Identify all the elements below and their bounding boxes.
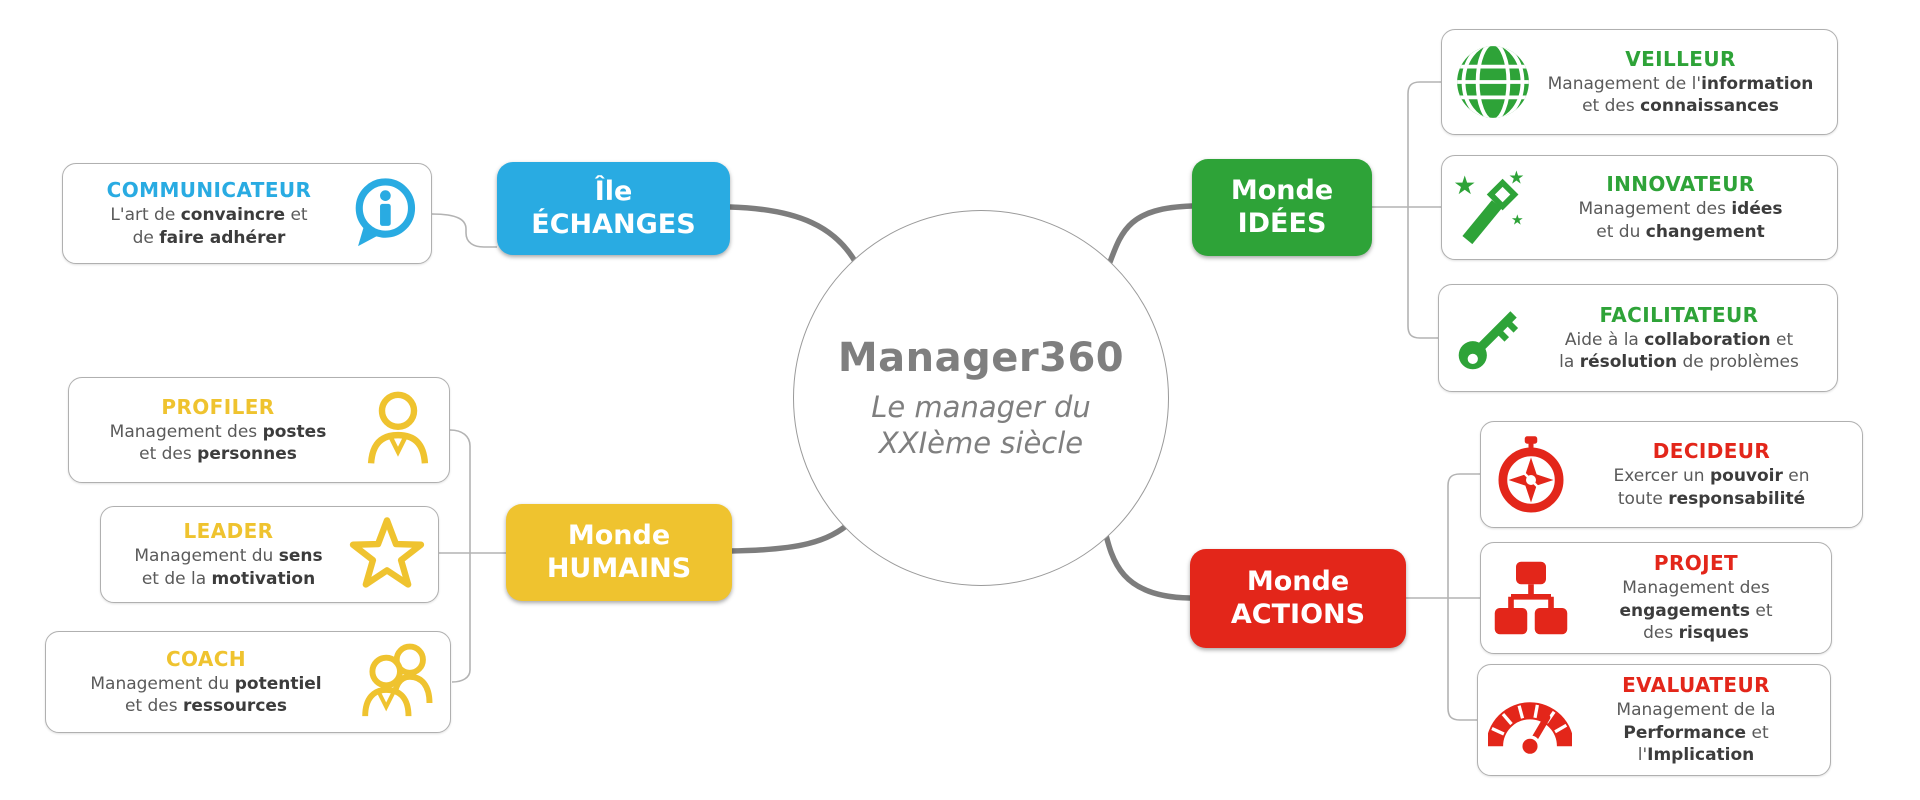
leaf-profiler: PROFILER Management des postes et des pe… xyxy=(68,377,450,483)
branch-label-line1: Monde xyxy=(567,519,671,551)
leaf-body: Management de la Performance et l'Implic… xyxy=(1616,700,1776,766)
leaf-title: PROFILER xyxy=(161,394,275,419)
leaf-body: Management du potentiel et des ressource… xyxy=(90,673,322,716)
leaf-title: PROJET xyxy=(1653,551,1739,576)
branch-monde-actions: Monde ACTIONS xyxy=(1190,549,1406,648)
leaf-projet: PROJET Management des engagements et des… xyxy=(1480,542,1832,654)
star-icon xyxy=(346,514,428,596)
globe-icon xyxy=(1452,41,1534,123)
leaf-body: Exercer un pouvoir en toute responsabili… xyxy=(1613,466,1810,509)
branch-label-line2: HUMAINS xyxy=(546,552,692,584)
leaf-title: DECIDEUR xyxy=(1652,439,1771,464)
leaf-title: COACH xyxy=(165,646,247,671)
leaf-title: VEILLEUR xyxy=(1625,46,1736,71)
branch-label-line1: Monde xyxy=(1246,565,1350,597)
leaf-title: FACILITATEUR xyxy=(1599,302,1759,327)
leaf-body: L'art de convaincre et de faire adhérer xyxy=(110,205,308,248)
leaf-coach: COACH Management du potentiel et des res… xyxy=(45,631,451,733)
two-people-icon xyxy=(356,640,440,724)
leaf-facilitateur: FACILITATEUR Aide à la collaboration et … xyxy=(1438,284,1838,392)
compass-icon xyxy=(1491,435,1571,515)
leaf-body: Management des engagements et des risque… xyxy=(1619,578,1773,644)
leaf-body: Management des idées et du changement xyxy=(1578,199,1783,242)
svg-text:★: ★ xyxy=(1511,212,1524,228)
person-icon xyxy=(357,389,439,471)
center-title: Manager360 xyxy=(837,334,1125,381)
leaf-evaluateur: EVALUATEUR Management de la Performance … xyxy=(1477,664,1831,776)
branch-label-line1: Île xyxy=(594,175,633,207)
center-topic: Manager360 Le manager du XXIème siècle xyxy=(793,210,1169,586)
branch-label-line2: IDÉES xyxy=(1237,207,1327,239)
leaf-title: COMMUNICATEUR xyxy=(106,178,312,203)
leaf-veilleur: VEILLEUR Management de l'information et … xyxy=(1441,29,1838,135)
branch-label-line2: ACTIONS xyxy=(1230,598,1366,630)
leaf-decideur: DECIDEUR Exercer un pouvoir en toute res… xyxy=(1480,421,1863,528)
leaf-innovateur: ★ ★ ★ INNOVATEUR Management des idées et… xyxy=(1441,155,1838,260)
info-speech-bubble-icon xyxy=(345,176,421,252)
branch-monde-idees: Monde IDÉES xyxy=(1192,159,1372,256)
leaf-body: Management des postes et des personnes xyxy=(109,421,327,464)
key-icon xyxy=(1449,297,1531,379)
leaf-title: LEADER xyxy=(183,519,274,544)
leaf-leader: LEADER Management du sens et de la motiv… xyxy=(100,506,439,603)
branch-monde-humains: Monde HUMAINS xyxy=(506,504,732,601)
magic-wand-icon: ★ ★ ★ xyxy=(1452,167,1534,249)
branch-label-line1: Monde xyxy=(1230,174,1334,206)
leaf-title: INNOVATEUR xyxy=(1606,172,1755,197)
center-subtitle: Le manager du XXIème siècle xyxy=(871,389,1091,460)
leaf-body: Management de l'information et des conna… xyxy=(1547,73,1814,116)
branch-label-line2: ÉCHANGES xyxy=(531,208,696,240)
gauge-icon xyxy=(1488,678,1572,762)
leaf-body: Aide à la collaboration et la résolution… xyxy=(1559,329,1799,372)
leaf-title: EVALUATEUR xyxy=(1622,673,1770,698)
leaf-body: Management du sens et de la motivation xyxy=(134,546,323,589)
leaf-communicateur: COMMUNICATEUR L'art de convaincre et de … xyxy=(62,163,432,264)
svg-text:★: ★ xyxy=(1453,170,1476,200)
branch-ile-echanges: Île ÉCHANGES xyxy=(497,162,730,255)
svg-text:★: ★ xyxy=(1508,167,1524,188)
org-chart-icon xyxy=(1491,558,1571,638)
